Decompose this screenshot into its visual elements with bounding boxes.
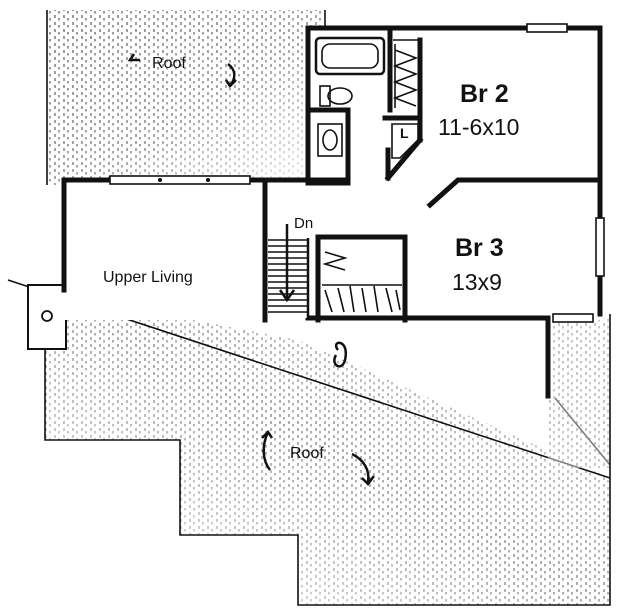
roof-top-left: [46, 10, 326, 185]
upper-floor: [64, 28, 604, 340]
stairs-down-label: Dn: [294, 215, 313, 232]
bedroom2-size: 11-6x10: [438, 114, 519, 140]
stairs: [268, 224, 310, 318]
linen-closet: [391, 123, 419, 159]
closet-br2: [392, 39, 419, 108]
upper-living-label: Upper Living: [103, 269, 193, 286]
roof-arrows: [127, 53, 375, 486]
roof-bottom: [7, 279, 611, 606]
windows: [109, 23, 605, 323]
chimney: [27, 284, 67, 350]
interior-walls: [305, 25, 603, 323]
roof-right-strip: [548, 314, 611, 478]
closet-br3: [322, 251, 402, 313]
bathtub: [314, 36, 386, 76]
bedroom3-name: Br 3: [455, 234, 504, 262]
sink: [317, 123, 343, 157]
bedroom2-name: Br 2: [460, 80, 509, 108]
break-line: [333, 341, 348, 368]
roof-label-bottom: Roof: [290, 445, 324, 462]
roof-label-top: Roof: [152, 55, 186, 72]
toilet: [319, 85, 353, 107]
linen-closet-label: L: [400, 125, 409, 141]
bedroom3-size: 13x9: [452, 269, 502, 295]
